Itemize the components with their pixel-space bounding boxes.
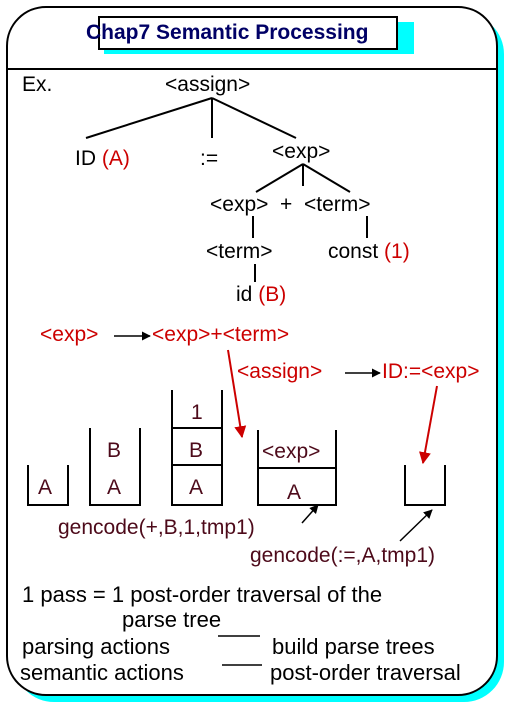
red-arrow-2 (419, 385, 438, 465)
edge-exp-exp (255, 163, 304, 193)
rule2-right: ID:=<exp> (382, 360, 480, 383)
title-box (98, 16, 398, 50)
stack1-outline (27, 465, 69, 506)
gencode-second: gencode(:=,A,tmp1) (250, 544, 436, 567)
tree-node-id-label: ID (75, 147, 96, 170)
note-line3-left: parsing actions (22, 634, 170, 659)
stack2-outline (89, 428, 141, 506)
stack1-item-a: A (38, 476, 53, 499)
note-line1: 1 pass = 1 post-order traversal of the (22, 582, 383, 607)
example-label: Ex. (22, 73, 53, 96)
stack3-outline (171, 390, 223, 506)
tree-node-id: ID (A) (75, 147, 130, 171)
stack4-item-exp: <exp> (262, 440, 321, 463)
title-divider (8, 68, 496, 70)
tree-node-assign-op: := (200, 147, 219, 170)
rule1-left: <exp> (40, 323, 99, 346)
stack2-item-a: A (107, 476, 122, 499)
note-line2: parse tree (122, 607, 222, 632)
tree-node-id-value: (A) (101, 147, 130, 170)
edge-assign-id (85, 97, 213, 139)
note-line4-left: semantic actions (20, 660, 184, 685)
red-arrow-1 (227, 349, 247, 439)
stack2-item-b: B (107, 439, 122, 462)
stack5-outline (404, 465, 446, 506)
slide-title: Chap7 Semantic Processing (86, 21, 369, 44)
gencode2-arrow (399, 509, 433, 542)
stack3-item-a: A (189, 476, 204, 499)
note-line3-right: build parse trees (272, 634, 435, 659)
gencode1-arrow (301, 504, 319, 524)
gencode-first: gencode(+,B,1,tmp1) (58, 516, 255, 539)
tree-node-exp-plus-term: <exp> + <term> (210, 193, 371, 216)
tree-leaf-id-value: (B) (258, 283, 287, 306)
stack4-item-a: A (287, 481, 302, 504)
tree-leaf-id: id (B) (236, 283, 286, 307)
tree-node-const-label: const (328, 240, 379, 263)
stack3-item-1: 1 (191, 401, 203, 424)
note-line4-right: post-order traversal (270, 660, 461, 685)
slide-frame (6, 6, 498, 696)
tree-node-const: const (1) (328, 240, 410, 264)
rule1-right: <exp>+<term> (152, 323, 290, 346)
edge-assign-exp (211, 97, 297, 139)
tree-root-assign: <assign> (165, 73, 251, 96)
tree-leaf-id-label: id (236, 283, 253, 306)
tree-node-exp: <exp> (272, 140, 331, 163)
tree-node-term: <term> (206, 240, 273, 263)
stack3-item-b: B (189, 439, 204, 462)
tree-node-const-value: (1) (384, 240, 410, 263)
rule2-left: <assign> (237, 360, 323, 383)
edge-exp-term (302, 163, 351, 193)
